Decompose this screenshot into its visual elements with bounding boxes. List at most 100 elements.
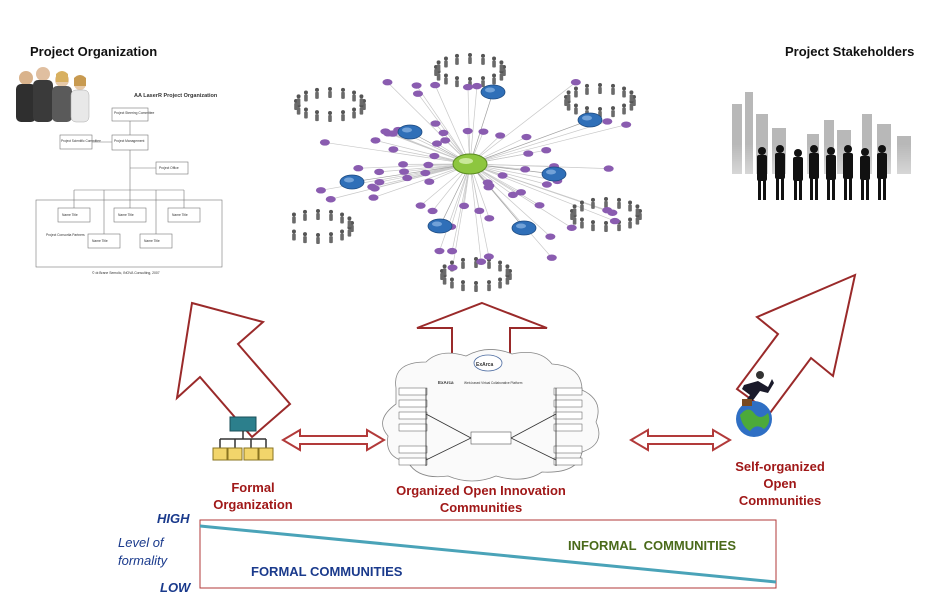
informal-communities-label: INFORMAL COMMUNITIES bbox=[568, 538, 737, 553]
member-node bbox=[427, 207, 438, 215]
member-node bbox=[424, 178, 435, 185]
community-ring bbox=[434, 53, 506, 88]
formality-high-label: HIGH bbox=[157, 511, 190, 526]
member-node bbox=[370, 137, 381, 144]
member-node bbox=[382, 79, 393, 86]
platform-subtitle: Web-based Virtual Collaborative Platform bbox=[464, 381, 523, 385]
double-arrow-right bbox=[629, 428, 732, 452]
member-node bbox=[602, 118, 613, 125]
member-node bbox=[471, 82, 482, 90]
member-node bbox=[399, 168, 410, 175]
member-node bbox=[476, 258, 487, 265]
member-node bbox=[402, 174, 413, 182]
member-node bbox=[474, 207, 485, 215]
member-node bbox=[603, 165, 614, 172]
member-node bbox=[420, 169, 431, 177]
formal-organization-label: Formal Organization bbox=[213, 480, 293, 512]
member-node bbox=[545, 233, 556, 240]
member-node bbox=[541, 181, 552, 188]
member-node bbox=[495, 132, 506, 139]
member-node bbox=[412, 90, 423, 97]
svg-text:Project Consortia Partners: Project Consortia Partners bbox=[46, 233, 85, 237]
member-node bbox=[570, 79, 581, 86]
member-node bbox=[374, 178, 385, 186]
member-node bbox=[438, 129, 449, 137]
project-stakeholders-title: Project Stakeholders bbox=[785, 44, 915, 59]
member-node bbox=[462, 127, 473, 135]
platform-group-box bbox=[553, 457, 583, 466]
member-node bbox=[440, 137, 451, 144]
member-node bbox=[388, 146, 399, 153]
svg-text:Name Title: Name Title bbox=[62, 213, 78, 217]
svg-text:Name Title: Name Title bbox=[172, 213, 188, 217]
formality-low-label: LOW bbox=[160, 580, 191, 595]
member-node bbox=[507, 191, 518, 199]
formality-trend-line bbox=[199, 524, 777, 584]
member-node bbox=[521, 133, 532, 141]
stakeholder-silhouettes bbox=[757, 145, 887, 200]
member-node bbox=[353, 165, 364, 172]
member-node bbox=[315, 187, 326, 194]
project-office-box bbox=[155, 161, 189, 175]
platform-group-box bbox=[398, 445, 428, 454]
member-node bbox=[607, 209, 618, 216]
member-node bbox=[566, 224, 577, 231]
member-node bbox=[497, 172, 508, 179]
member-node bbox=[484, 215, 495, 222]
member-node bbox=[431, 140, 442, 147]
stakeholders-skyline-image bbox=[712, 92, 927, 214]
platform-brand: ExArca bbox=[438, 380, 454, 385]
community-ring bbox=[291, 209, 354, 244]
formal-communities-label: FORMAL COMMUNITIES bbox=[251, 564, 403, 579]
platform-group-box bbox=[553, 387, 583, 396]
member-node bbox=[483, 253, 494, 260]
double-arrow-left bbox=[281, 428, 386, 452]
member-node bbox=[434, 247, 445, 255]
svg-text:Name Title: Name Title bbox=[92, 239, 108, 243]
self-organized-globe-icon bbox=[736, 371, 774, 437]
formality-chart bbox=[199, 519, 777, 589]
member-node bbox=[462, 83, 473, 91]
member-node bbox=[325, 196, 336, 203]
member-node bbox=[534, 202, 545, 209]
member-node bbox=[546, 254, 557, 261]
community-ring bbox=[570, 197, 642, 232]
project-organization-title: Project Organization bbox=[30, 44, 158, 59]
svg-text:Name Title: Name Title bbox=[118, 213, 134, 217]
member-node bbox=[423, 161, 434, 169]
member-node bbox=[447, 264, 458, 271]
member-node bbox=[319, 139, 330, 146]
member-node bbox=[415, 202, 426, 209]
platform-group-box bbox=[398, 399, 428, 408]
platform-group-box bbox=[553, 445, 583, 454]
platform-group-box bbox=[398, 423, 428, 432]
self-organized-label: Self-organized Open Communities bbox=[735, 459, 825, 508]
platform-group-box bbox=[553, 423, 583, 432]
svg-text:Project Steering Committee: Project Steering Committee bbox=[114, 111, 154, 115]
member-node bbox=[374, 168, 385, 176]
member-node bbox=[380, 128, 391, 135]
platform-group-box bbox=[398, 411, 428, 420]
arrow-to-project-organization bbox=[175, 301, 292, 439]
community-ring bbox=[564, 83, 636, 118]
member-node bbox=[515, 189, 526, 196]
formality-axis-label: Level of formality bbox=[118, 535, 168, 568]
member-node bbox=[482, 179, 493, 186]
arrow-to-stakeholders bbox=[735, 273, 857, 415]
svg-text:Name Title: Name Title bbox=[144, 239, 160, 243]
member-node bbox=[430, 120, 441, 127]
member-node bbox=[368, 194, 379, 201]
member-node bbox=[398, 161, 409, 168]
member-node bbox=[478, 128, 489, 135]
community-ring bbox=[294, 87, 366, 122]
community-network-graphic bbox=[291, 53, 642, 292]
svg-text:Project Management: Project Management bbox=[114, 139, 145, 143]
platform-group-box bbox=[398, 387, 428, 396]
member-node bbox=[411, 82, 422, 89]
org-chart-footer: © dr.Brane Semolic, INOVA Consulting, 20… bbox=[92, 271, 160, 275]
platform-group-box bbox=[553, 399, 583, 408]
member-node bbox=[447, 247, 458, 255]
business-people-image bbox=[16, 67, 90, 123]
platform-group-box bbox=[398, 457, 428, 466]
